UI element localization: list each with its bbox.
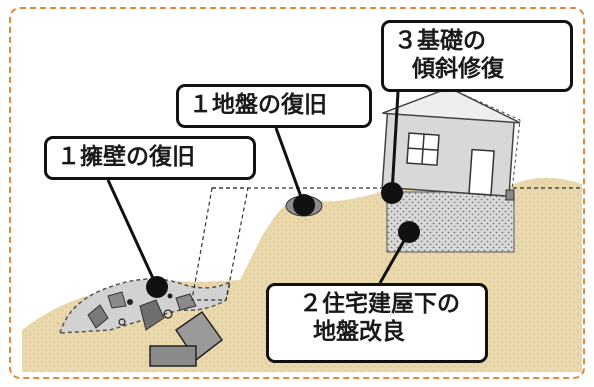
label-text-line-1: ２住宅建屋下の [299, 291, 460, 317]
rubble-rock [167, 293, 173, 299]
rubble-rock [118, 318, 126, 326]
label-retaining-wall-restoration: １擁壁の復旧 [44, 136, 256, 180]
leader-wall [106, 179, 159, 288]
label-text-line-2: 傾斜修復 [412, 56, 504, 82]
leader-foundation [390, 91, 400, 194]
house-roof [382, 86, 521, 124]
label-text-line-2: 地盤改良 [313, 319, 405, 345]
house-door [468, 148, 495, 196]
original-house-outline [457, 91, 521, 191]
rubble-rock [127, 299, 133, 305]
leader-improvement [378, 231, 411, 284]
rubble-rock [163, 309, 173, 319]
rubble-stone [139, 299, 165, 331]
label-text: １地盤の復旧 [189, 92, 327, 118]
leader-ground [274, 127, 306, 206]
house-post [505, 189, 515, 201]
house [381, 86, 521, 198]
rubble-stone [107, 291, 127, 309]
label-foundation-tilt-repair: ３基礎の 傾斜修復 [381, 20, 573, 92]
rubble-stone [175, 293, 197, 311]
label-ground-restoration: １地盤の復旧 [176, 84, 372, 128]
soil-lower [40, 330, 150, 372]
label-text: １擁壁の復旧 [57, 144, 195, 170]
label-text-line-1: ３基礎の [394, 28, 486, 54]
rubble-stone [87, 304, 109, 329]
collapsed-wall-block [149, 345, 197, 367]
label-ground-improvement: ２住宅建屋下の 地盤改良 [266, 283, 488, 363]
